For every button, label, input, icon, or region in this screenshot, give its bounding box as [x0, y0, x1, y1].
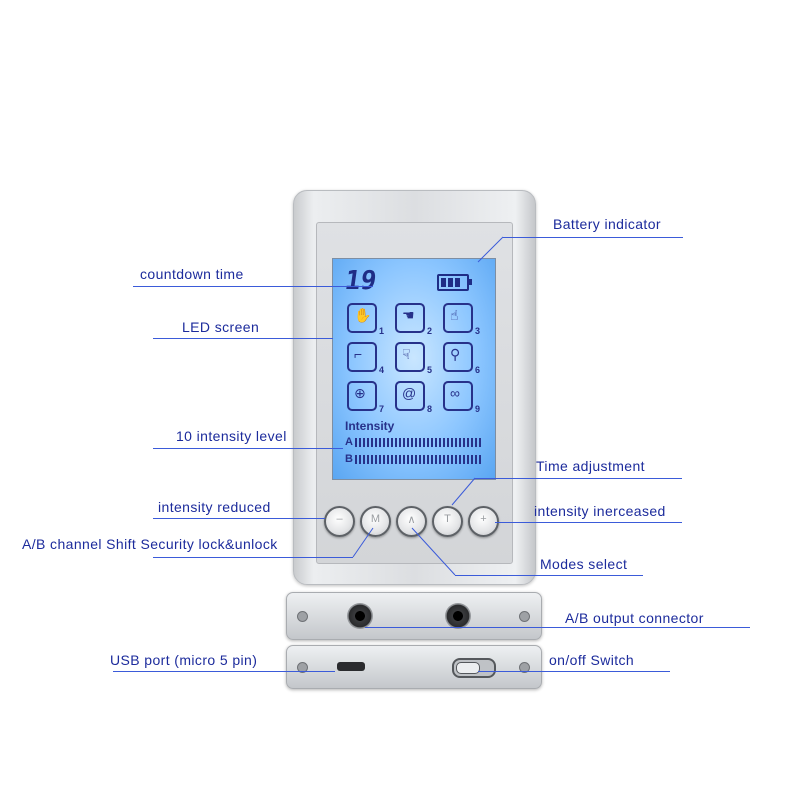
screw-icon — [519, 611, 530, 622]
leader-intensity-reduced — [153, 518, 325, 519]
mode-icon-8: @8 — [395, 381, 432, 414]
label-intensity-increased: intensity inerceased — [534, 503, 666, 519]
label-modes-select: Modes select — [540, 556, 628, 572]
label-led-screen: LED screen — [182, 319, 260, 335]
led-screen: 19 ✋1 ☚2 ☝3 ⌐4 ☟5 ⚲6 ⊕7 @8 ∞9 Intensity … — [332, 258, 496, 480]
mode-icon-4: ⌐4 — [347, 342, 384, 375]
time-adjust-button[interactable]: T — [432, 506, 463, 537]
leader-output-connector — [365, 627, 750, 628]
mode-icon-7: ⊕7 — [347, 381, 384, 414]
channel-a-intensity-bar — [355, 438, 483, 447]
mode-icon-3: ☝3 — [443, 303, 480, 336]
mode-icon-9: ∞9 — [443, 381, 480, 414]
channel-b-intensity-bar — [355, 455, 483, 464]
output-jack-a[interactable] — [347, 603, 373, 629]
label-onoff-switch: on/off Switch — [549, 652, 635, 668]
spiral-icon: @ — [402, 385, 417, 401]
channel-a-label: A — [345, 436, 353, 448]
target-icon: ⊕ — [354, 385, 366, 401]
leader-intensity-increased — [495, 522, 682, 523]
mode-icon-2: ☚2 — [395, 303, 432, 336]
power-switch[interactable] — [452, 658, 496, 678]
screw-icon — [297, 611, 308, 622]
intensity-minus-button[interactable]: – — [324, 506, 355, 537]
battery-icon — [437, 274, 472, 291]
foot-icon: ⌐ — [354, 346, 363, 362]
output-jack-b[interactable] — [445, 603, 471, 629]
label-battery-indicator: Battery indicator — [553, 216, 661, 232]
label-intensity-reduced: intensity reduced — [158, 499, 271, 515]
leader-onoff — [478, 671, 670, 672]
hand-icon: ✋ — [354, 307, 372, 323]
leader-usb — [113, 671, 335, 672]
leader-intensity-level — [153, 448, 343, 449]
intensity-label: Intensity — [345, 419, 395, 433]
mode-icon-6: ⚲6 — [443, 342, 480, 375]
output-connector-module — [286, 592, 542, 640]
hand-icon: ☟ — [402, 346, 411, 362]
label-time-adjustment: Time adjustment — [536, 458, 645, 474]
screw-icon — [297, 662, 308, 673]
hand-icon: ☝ — [450, 307, 459, 323]
usb-switch-module — [286, 645, 542, 689]
label-countdown-time: countdown time — [140, 266, 244, 282]
label-channel-shift: A/B channel Shift Security lock&unlock — [22, 536, 278, 552]
label-usb-port: USB port (micro 5 pin) — [110, 652, 258, 668]
hand-icon: ☚ — [402, 307, 415, 323]
leader-led-screen — [153, 338, 333, 339]
leader-modes-select — [455, 575, 643, 576]
channel-shift-button[interactable]: M — [360, 506, 391, 537]
mode-select-button[interactable]: ∧ — [396, 506, 427, 537]
screw-icon — [519, 662, 530, 673]
walking-person-icon: ⚲ — [450, 346, 461, 362]
label-intensity-level: 10 intensity level — [176, 428, 287, 444]
usb-port[interactable] — [337, 662, 365, 671]
intensity-plus-button[interactable]: + — [468, 506, 499, 537]
leader-battery — [503, 237, 683, 238]
mode-icon-5: ☟5 — [395, 342, 432, 375]
mode-icon-1: ✋1 — [347, 303, 384, 336]
channel-b-label: B — [345, 453, 353, 465]
leader-channel-shift — [153, 557, 353, 558]
leader-countdown — [133, 286, 373, 287]
loop-icon: ∞ — [450, 385, 460, 401]
label-output-connector: A/B output connector — [565, 610, 704, 626]
leader-time-adjust — [475, 478, 682, 479]
